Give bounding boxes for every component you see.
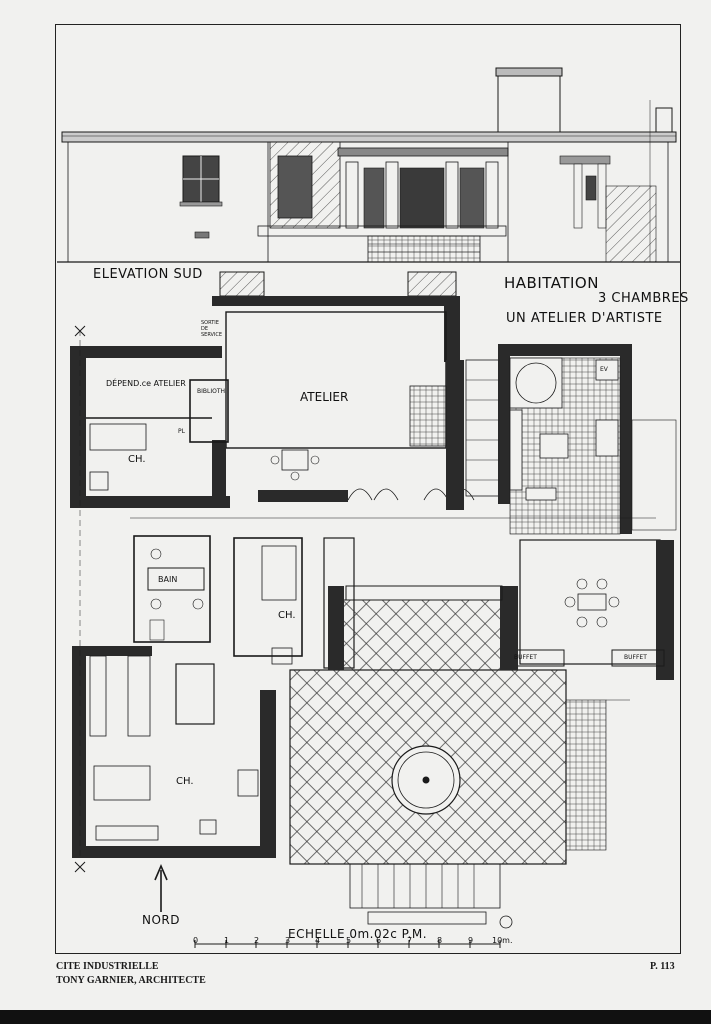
scale-tick-7: 7 bbox=[407, 936, 413, 945]
scan-edge bbox=[0, 1010, 711, 1024]
scale-tick-8: 8 bbox=[437, 936, 443, 945]
room-dependance: DÉPEND.ce ATELIER bbox=[106, 379, 186, 388]
title-line-3: UN ATELIER D'ARTISTE bbox=[506, 311, 663, 326]
scale-bar bbox=[194, 940, 501, 948]
room-pl: PL bbox=[178, 428, 185, 435]
scale-tick-4: 4 bbox=[315, 936, 321, 945]
footer-title: CITE INDUSTRIELLE bbox=[56, 961, 159, 972]
title-line-1: HABITATION bbox=[504, 274, 599, 292]
scale-tick-5: 5 bbox=[346, 936, 352, 945]
footer-credits: CITE INDUSTRIELLE TONY GARNIER, ARCHITEC… bbox=[56, 960, 206, 988]
room-ch-2: CH. bbox=[278, 610, 296, 621]
elevation-label: ELEVATION SUD bbox=[93, 267, 203, 282]
north-label: NORD bbox=[142, 913, 180, 927]
footer-architect: TONY GARNIER, ARCHITECTE bbox=[56, 975, 206, 986]
south-elevation bbox=[57, 67, 680, 263]
room-ev: EV bbox=[600, 366, 608, 373]
scale-label: ECHELLE 0m.02c P.M. bbox=[288, 927, 428, 941]
room-biblioth: BIBLIOTH. bbox=[197, 388, 227, 395]
scale-tick-6: 6 bbox=[376, 936, 382, 945]
scale-tick-1: 1 bbox=[224, 936, 230, 945]
floor-plan bbox=[70, 271, 677, 929]
scale-tick-0: 0 bbox=[193, 936, 199, 945]
room-bain: BAIN bbox=[158, 575, 178, 584]
room-buffet-2: BUFFET bbox=[624, 654, 647, 661]
room-buffet-1: BUFFET bbox=[514, 654, 537, 661]
scale-tick-3: 3 bbox=[285, 936, 291, 945]
room-ch-1: CH. bbox=[128, 454, 146, 465]
title-line-2: 3 CHAMBRES bbox=[598, 291, 689, 306]
room-sortie: SORTIE DE SERVICE bbox=[201, 320, 223, 338]
page-number: P. 113 bbox=[650, 961, 675, 972]
scale-tick-2: 2 bbox=[254, 936, 260, 945]
room-ch-3: CH. bbox=[176, 776, 194, 787]
north-arrow-icon bbox=[154, 863, 168, 912]
drawing-frame bbox=[55, 24, 681, 954]
scale-tick-10: 10m. bbox=[492, 936, 513, 945]
scale-tick-9: 9 bbox=[468, 936, 474, 945]
room-atelier: ATELIER bbox=[300, 390, 349, 404]
